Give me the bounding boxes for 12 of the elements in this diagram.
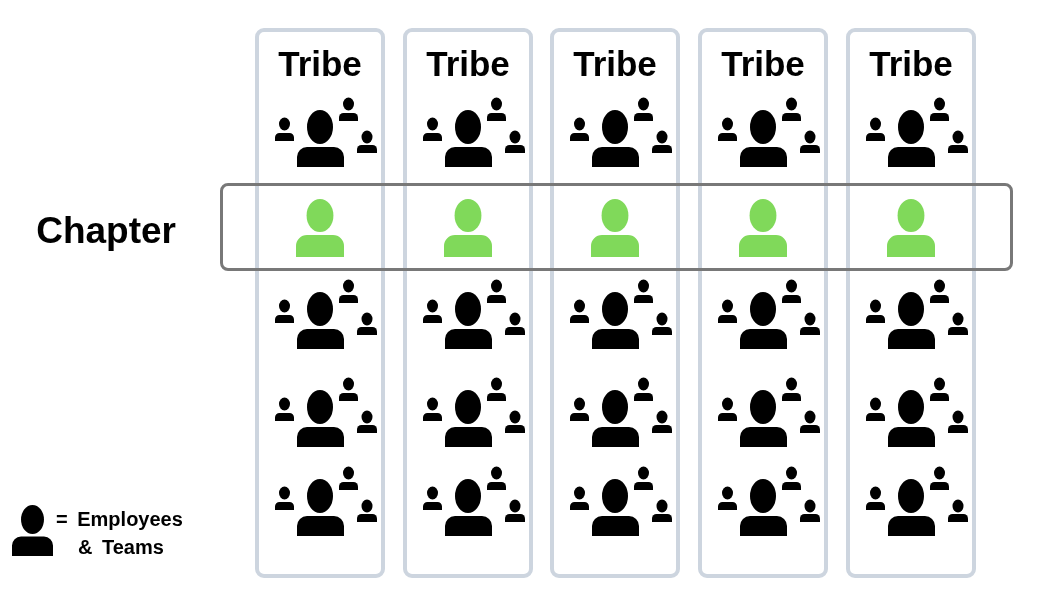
column-title: Tribe	[869, 46, 953, 82]
column-panel	[846, 28, 976, 578]
column-title: Tribe	[278, 46, 362, 82]
column-panel	[698, 28, 828, 578]
column-panel	[255, 28, 385, 578]
column-panel	[403, 28, 533, 578]
column-panel	[550, 28, 680, 578]
band-label: Chapter	[36, 212, 176, 249]
column-title: Tribe	[573, 46, 657, 82]
legend-text: = Employees & Teams	[56, 507, 184, 560]
column-title: Tribe	[721, 46, 805, 82]
column-title: Tribe	[426, 46, 510, 82]
